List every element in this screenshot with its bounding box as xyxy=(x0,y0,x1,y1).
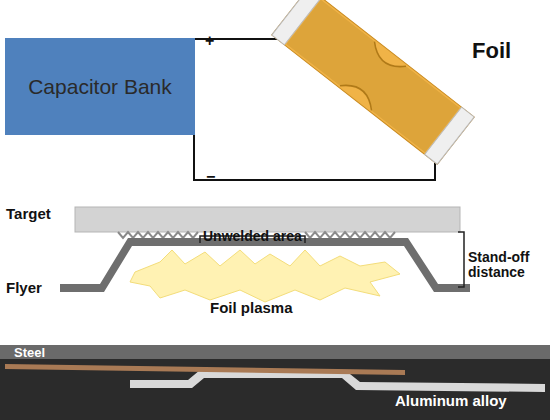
region-label: Unwelded area xyxy=(203,229,302,244)
capacitor-bank: Capacitor Bank xyxy=(5,38,195,135)
photo-label: Steel xyxy=(14,346,45,360)
foil: Foil xyxy=(285,0,460,152)
photo-background xyxy=(0,345,550,359)
part-label: Foil xyxy=(472,38,511,64)
wire xyxy=(194,135,435,180)
terminal-sign: + xyxy=(205,32,214,50)
part-label: Target xyxy=(6,206,51,223)
box-label: Capacitor Bank xyxy=(28,75,172,99)
photo-background xyxy=(0,345,550,420)
part-label: Flyer xyxy=(6,280,42,297)
dimension-label: Stand-off distance xyxy=(468,250,548,281)
steel-plate xyxy=(5,364,405,375)
photo-label: Aluminum alloy xyxy=(395,393,507,410)
region-label: Foil plasma xyxy=(210,300,293,317)
bracket xyxy=(458,232,464,287)
terminal-sign: − xyxy=(206,168,215,186)
foil-plasma xyxy=(130,250,400,302)
foil-shape xyxy=(285,0,460,152)
